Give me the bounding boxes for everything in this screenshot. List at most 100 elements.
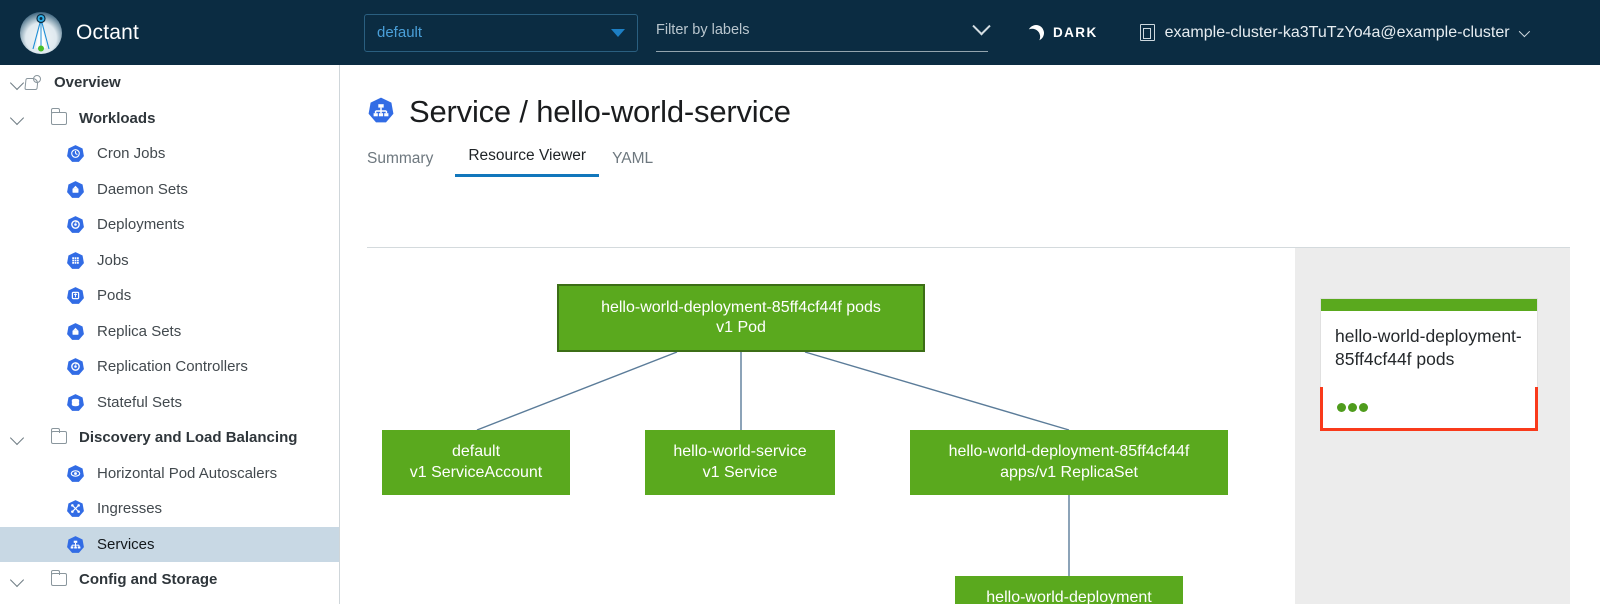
graph-edges (476, 351, 1070, 576)
label-filter-placeholder: Filter by labels (656, 22, 750, 38)
graph-node-name: hello-world-service (673, 443, 807, 461)
sidebar-item-config-and-storage[interactable]: Config and Storage (0, 562, 339, 598)
k8s-statefulset-icon (67, 393, 84, 411)
pod-status-dot[interactable] (1348, 403, 1357, 413)
sidebar-item-label: Cron Jobs (97, 145, 166, 163)
sidebar-item-replica-sets[interactable]: Replica Sets (0, 314, 339, 350)
graph-node-kind: v1 Service (702, 463, 778, 481)
sidebar-item-label: Replication Controllers (97, 358, 248, 376)
detail-card-status-row[interactable] (1320, 387, 1538, 432)
graph-node-serviceaccount[interactable]: default v1 ServiceAccount (382, 430, 570, 495)
sidebar-item-label: Jobs (97, 251, 129, 269)
sidebar-item-label: Discovery and Load Balancing (79, 429, 298, 447)
graph-node-pod[interactable]: hello-world-deployment-85ff4cf44f pods v1… (557, 284, 925, 352)
detail-card-accent (1321, 299, 1537, 311)
sidebar-item-discovery-and-load-balancing[interactable]: Discovery and Load Balancing (0, 420, 339, 456)
tab-bar: Summary Resource Viewer YAML (367, 147, 1600, 177)
graph-node-name: hello-world-deployment-85ff4cf44f pods (601, 298, 881, 316)
chevron-down-icon[interactable] (11, 76, 25, 90)
sidebar-item-daemon-sets[interactable]: Daemon Sets (0, 172, 339, 208)
label-filter-input[interactable]: Filter by labels (656, 14, 991, 52)
sidebar-item-workloads[interactable]: Workloads (0, 101, 339, 137)
sidebar-item-overview[interactable]: Overview (0, 65, 339, 101)
moon-icon (1026, 22, 1047, 43)
k8s-service-icon (367, 96, 395, 129)
resource-graph-canvas[interactable]: hello-world-deployment-85ff4cf44f pods v1… (367, 248, 1295, 604)
detail-card[interactable]: hello-world-deployment-85ff4cf44f pods (1320, 299, 1538, 432)
namespace-select[interactable]: default (364, 13, 638, 52)
folder-icon (50, 108, 67, 125)
page-title-text: Service / hello-world-service (409, 94, 791, 129)
sidebar-item-label: Horizontal Pod Autoscalers (97, 464, 278, 482)
k8s-replicationcontroller-icon (67, 358, 84, 376)
k8s-ingress-icon (67, 500, 84, 518)
octant-logo-icon (20, 11, 62, 54)
tab-divider (367, 247, 1570, 248)
graph-edge-pod-to-replicaset (804, 351, 1070, 431)
sidebar-item-deployments[interactable]: Deployments (0, 207, 339, 243)
k8s-cronjob-icon (67, 145, 84, 163)
graph-node-kind: apps/v1 ReplicaSet (1000, 463, 1138, 481)
pod-status-dot[interactable] (1337, 403, 1346, 413)
k8s-deployment-icon (67, 216, 84, 234)
graph-node-service[interactable]: hello-world-service v1 Service (645, 430, 835, 495)
graph-node-name: hello-world-deployment (986, 589, 1152, 604)
pod-status-dot[interactable] (1359, 403, 1368, 413)
sidebar-item-label: Config and Storage (79, 571, 218, 589)
cluster-cube-icon (1139, 24, 1155, 41)
cluster-picker-label: example-cluster-ka3TuTzYo4a@example-clus… (1164, 23, 1510, 41)
detail-pane: hello-world-deployment-85ff4cf44f pods (1295, 248, 1570, 604)
chevron-down-icon (972, 16, 991, 35)
k8s-hpa-icon (67, 464, 84, 482)
sidebar-item-replication-controllers[interactable]: Replication Controllers (0, 349, 339, 385)
sidebar-item-jobs[interactable]: Jobs (0, 243, 339, 279)
theme-toggle-button[interactable]: DARK (1028, 25, 1098, 41)
tab-summary[interactable]: Summary (367, 150, 434, 167)
sidebar-item-cron-jobs[interactable]: Cron Jobs (0, 136, 339, 172)
theme-toggle-label: DARK (1053, 25, 1098, 40)
tab-resource-viewer[interactable]: Resource Viewer (455, 147, 600, 177)
sidebar-item-stateful-sets[interactable]: Stateful Sets (0, 385, 339, 421)
chevron-down-icon[interactable] (11, 111, 25, 125)
caret-down-icon (611, 28, 625, 37)
namespace-value: default (377, 24, 423, 41)
k8s-service-icon (67, 535, 84, 553)
k8s-job-icon (67, 251, 84, 269)
brand[interactable]: Octant (0, 11, 340, 54)
graph-edge-pod-to-serviceaccount (476, 351, 678, 431)
graph-node-replicaset[interactable]: hello-world-deployment-85ff4cf44f apps/v1… (910, 430, 1228, 495)
chevron-down-icon[interactable] (11, 431, 25, 445)
folder-icon (50, 427, 67, 445)
sidebar-item-label: Ingresses (97, 500, 163, 518)
sidebar-item-ingresses[interactable]: Ingresses (0, 491, 339, 527)
sidebar-item-label: Stateful Sets (97, 393, 183, 411)
sidebar-item-label: Deployments (97, 216, 185, 234)
tab-yaml[interactable]: YAML (612, 150, 654, 167)
detail-card-title: hello-world-deployment-85ff4cf44f pods (1335, 326, 1522, 370)
sidebar-item-horizontal-pod-autoscalers[interactable]: Horizontal Pod Autoscalers (0, 456, 339, 492)
graph-node-name: default (451, 443, 501, 461)
sidebar-item-label: Workloads (79, 109, 156, 127)
overview-icon (25, 75, 42, 90)
octant-logo-rays (32, 13, 50, 51)
graph-node-kind: v1 Pod (716, 319, 766, 336)
sidebar-item-label: Daemon Sets (97, 180, 188, 198)
sidebar-item-label: Overview (54, 74, 121, 92)
sidebar-item-pods[interactable]: Pods (0, 278, 339, 314)
resource-viewer: hello-world-deployment-85ff4cf44f pods v1… (367, 248, 1570, 604)
folder-icon (50, 569, 67, 587)
sidebar-item-label: Services (97, 535, 155, 553)
page-title: Service / hello-world-service (367, 94, 1600, 130)
graph-node-kind: v1 ServiceAccount (409, 463, 543, 481)
graph-node-name: hello-world-deployment-85ff4cf44f (948, 443, 1190, 461)
chevron-down-icon[interactable] (11, 573, 25, 587)
cluster-picker[interactable]: example-cluster-ka3TuTzYo4a@example-clus… (1139, 23, 1530, 42)
sidebar-item-label: Pods (97, 287, 132, 305)
main-content: Service / hello-world-service Summary Res… (340, 65, 1600, 604)
graph-node-deployment[interactable]: hello-world-deploymentapps/v1 Deployment (955, 576, 1183, 604)
k8s-daemonset-icon (67, 180, 84, 198)
sidebar-item-services[interactable]: Services (0, 526, 339, 562)
sidebar-item-label: Replica Sets (97, 322, 182, 340)
top-bar: Octant default Filter by labels DARK exa… (0, 0, 1600, 65)
